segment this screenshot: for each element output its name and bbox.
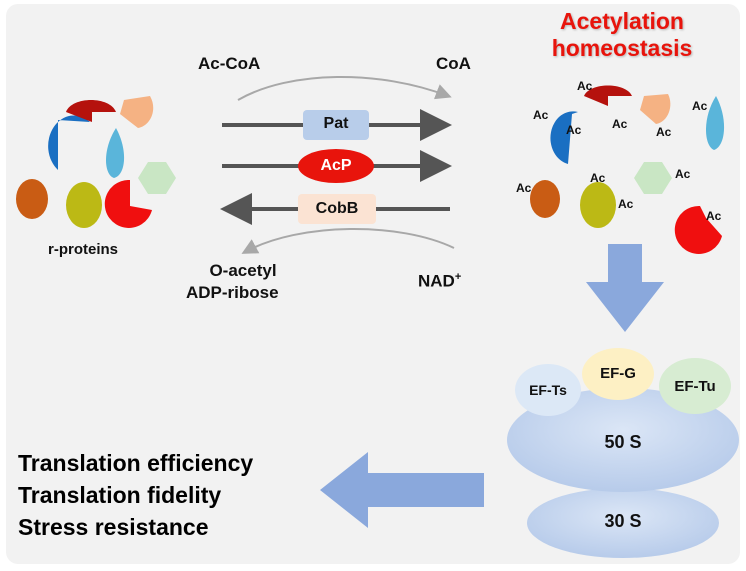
acetylated-proteins-cluster (530, 85, 725, 254)
ef-g-blob (582, 348, 654, 400)
50s-label: 50 S (604, 432, 642, 452)
protein-lightblue-shape (106, 128, 125, 178)
ef-tu-label: EF-Tu (674, 378, 716, 395)
ac-tag: Ac (612, 117, 628, 131)
nad-curve-arrow (241, 227, 455, 254)
protein-red-shape (104, 179, 152, 228)
protein-peach-shape (120, 96, 154, 128)
protein-green-hexagon (138, 162, 176, 194)
nad-text: NAD (418, 271, 455, 291)
nad-superscript: + (454, 271, 462, 283)
ac-tag: Ac (618, 197, 634, 211)
ac-tag: Ac (577, 79, 593, 93)
r-proteins-label: r-proteins (48, 241, 119, 258)
acp-label: AcP (320, 157, 352, 174)
cobb-label: CobB (315, 200, 359, 217)
ac-protein-lightblue-shape (706, 96, 725, 150)
title-line-1: Acetylation (560, 8, 684, 34)
outcome-translation-fidelity: Translation fidelity (18, 482, 222, 508)
ac-tag: Ac (706, 209, 722, 223)
cobb-box (298, 194, 376, 224)
ac-tag: Ac (516, 181, 532, 195)
nad-label: NAD+ (418, 272, 461, 290)
ac-tag: Ac (533, 108, 549, 122)
adp-ribose-label: ADP-ribose (186, 283, 279, 302)
ac-tag: Ac (675, 167, 691, 181)
ef-ts-label: EF-Ts (529, 382, 567, 398)
ac-protein-peach-shape (640, 94, 671, 124)
acetylation-homeostasis-title: Acetylation homeostasis (512, 8, 732, 62)
left-arrow (320, 452, 484, 528)
ef-ts-blob (515, 364, 581, 416)
protein-darkred-shape (66, 100, 116, 122)
ac-protein-blue-shape (550, 111, 578, 164)
title-line-2: homeostasis (551, 35, 693, 61)
ac-coa-label: Ac-CoA (198, 54, 261, 73)
ribosome-small-subunit (527, 488, 719, 558)
ac-protein-orange-oval (530, 180, 560, 218)
ribosome-large-subunit (507, 388, 739, 492)
30s-label: 30 S (604, 511, 642, 531)
protein-olive-oval (66, 182, 102, 228)
r-proteins-cluster (16, 96, 176, 228)
ac-tag: Ac (566, 123, 582, 137)
ac-tag: Ac (590, 171, 606, 185)
pat-box (303, 110, 369, 140)
outcome-translation-efficiency: Translation efficiency (18, 450, 254, 476)
ef-g-label: EF-G (600, 365, 636, 382)
ac-protein-red-shape (674, 205, 722, 254)
ac-tag: Ac (692, 99, 708, 113)
ac-protein-olive-oval (580, 182, 616, 228)
o-acetyl-label: O-acetyl (209, 261, 277, 280)
acetyl-coa-curve-arrow (237, 75, 452, 101)
down-arrow (586, 244, 664, 332)
protein-orange-oval (16, 179, 48, 219)
ac-protein-green-hexagon (634, 162, 672, 194)
ac-tag: Ac (656, 125, 672, 139)
coa-label: CoA (436, 54, 471, 73)
protein-blue-shape (48, 115, 90, 170)
outcome-stress-resistance: Stress resistance (18, 514, 209, 540)
pat-label: Pat (323, 115, 349, 132)
acp-oval (298, 149, 374, 183)
ac-protein-darkred-shape (584, 85, 632, 106)
ef-tu-blob (659, 358, 731, 414)
